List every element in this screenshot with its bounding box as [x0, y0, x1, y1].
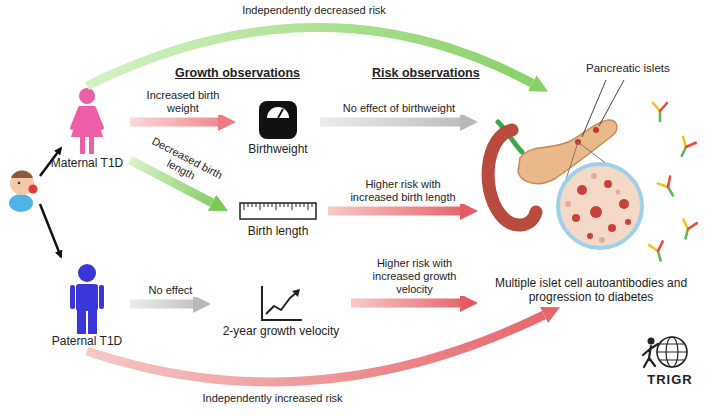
islet-cell — [608, 224, 616, 232]
father-leg — [88, 310, 97, 334]
node-label: Birth length — [231, 224, 325, 238]
trigr-logo — [643, 337, 687, 367]
parent-figure: Maternal T1D — [44, 86, 130, 173]
mother-head — [79, 88, 95, 104]
edge-label: Increased birth weight — [133, 89, 233, 115]
ruler-body — [240, 203, 316, 219]
lineage-arrow — [40, 204, 61, 257]
chart-axes — [262, 286, 302, 320]
node-label: Multiple islet cell autoantibodies and p… — [481, 276, 701, 304]
arrow-connector — [87, 27, 532, 86]
leader-line — [582, 80, 624, 137]
ruler-icon — [240, 203, 316, 219]
node-label: 2-year growth velocity — [214, 324, 348, 338]
islet-cells — [572, 180, 631, 239]
measure-icon: Birth length — [228, 198, 328, 241]
measure-icon: Birthweight — [236, 98, 320, 159]
antibody-icon — [649, 241, 667, 262]
baby-hair — [11, 171, 33, 179]
chart-icon — [262, 286, 302, 320]
arrow-connector — [351, 299, 460, 308]
globe — [657, 337, 687, 367]
node-label: Paternal T1D — [47, 334, 127, 348]
section-heading: Risk observations — [372, 66, 480, 80]
islet-cells-pale — [565, 173, 621, 243]
parent-figure: Paternal T1D — [44, 262, 130, 351]
callout-label: Pancreatic islets — [586, 62, 670, 74]
antibody-icon — [679, 219, 697, 240]
islet-cell — [619, 199, 629, 209]
antibody-icon — [675, 137, 695, 159]
islet-cell — [590, 206, 602, 218]
scale-body — [259, 101, 297, 139]
edge-label: No effect — [131, 284, 211, 297]
mother-dress — [71, 106, 103, 137]
arrow-connector — [328, 207, 460, 216]
islet-cell — [625, 219, 631, 225]
globe-lines — [657, 344, 687, 360]
islet-cell — [565, 201, 571, 207]
father-torso — [76, 284, 98, 311]
antibody-icon — [658, 177, 679, 200]
father-head — [78, 264, 96, 282]
baby-icon — [9, 171, 38, 213]
arrow-connector — [130, 300, 193, 309]
edge-label: No effect of birthweight — [327, 102, 471, 115]
baby-eye — [18, 182, 21, 185]
father-arm — [99, 285, 104, 309]
mother-icon — [71, 88, 103, 154]
person-body — [643, 344, 658, 367]
edge-label: Independently increased risk — [201, 392, 345, 405]
person-head — [648, 338, 655, 345]
father-icon — [70, 264, 104, 334]
father-arm — [70, 285, 75, 309]
scale-dial — [267, 107, 289, 118]
node-label: Maternal T1D — [47, 156, 127, 170]
islet-cell — [572, 214, 580, 222]
islet-cell — [616, 190, 621, 195]
antibody-icon — [653, 103, 667, 121]
islet-cell — [591, 173, 597, 179]
mother-arms — [72, 108, 102, 128]
arrow-connector — [320, 118, 460, 127]
section-heading: Growth observations — [175, 66, 300, 80]
scale-needle — [278, 109, 283, 118]
scale-icon — [259, 101, 297, 139]
measure-icon: 2-year growth velocity — [211, 282, 351, 341]
islet-cell — [577, 185, 587, 195]
ruler-ticks — [244, 203, 312, 210]
baby-body — [9, 194, 33, 212]
chart-line — [266, 293, 296, 314]
edge-label: Higher risk with increased growth veloci… — [355, 257, 475, 296]
edge-label: Higher risk with increased birth length — [341, 178, 465, 204]
edge-label: Independently decreased risk — [240, 4, 388, 17]
islet-cell — [587, 233, 593, 239]
islet-magnified — [558, 164, 642, 248]
islet-cell — [604, 180, 612, 188]
outcome-panel: Multiple islet cell autoantibodies and p… — [478, 92, 704, 307]
node-label: Birthweight — [239, 142, 317, 156]
arrow-connector — [87, 315, 544, 382]
arrow-connector — [130, 118, 218, 127]
logo-text: TRIGR — [647, 372, 692, 387]
mother-leg — [89, 136, 94, 154]
islet-cell — [599, 237, 605, 243]
pancreas-illustration — [488, 120, 642, 248]
mother-leg — [80, 136, 85, 154]
father-leg — [77, 310, 86, 334]
pacifier — [29, 185, 38, 194]
chart-arrow — [292, 289, 300, 297]
islet-spot — [593, 127, 599, 133]
